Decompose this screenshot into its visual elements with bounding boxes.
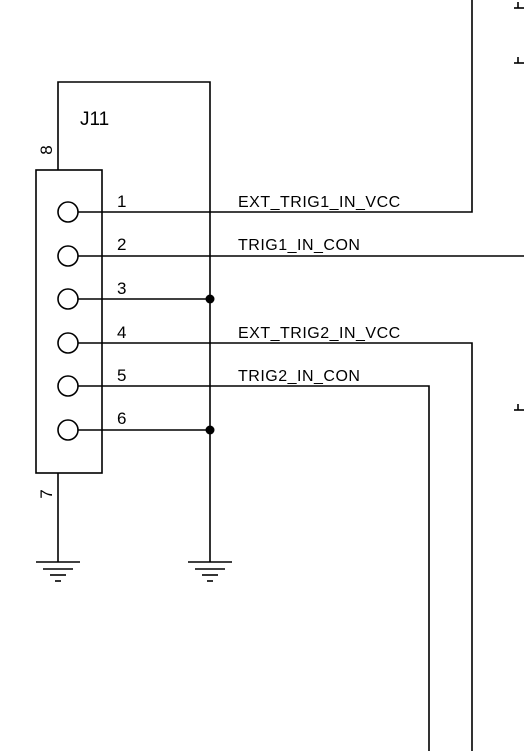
shield-pin-bottom-number: 7 [37,489,56,498]
shield-pin-top-number: 8 [37,145,56,154]
net-trig2-wire [78,385,430,751]
pin-2-contact [57,245,79,267]
net-label-ext-trig2: EXT_TRIG2_IN_VCC [238,325,401,342]
ground-symbol-left [36,561,80,582]
pin-6-junction [205,425,215,435]
net-label-ext-trig1: EXT_TRIG1_IN_VCC [238,194,401,211]
pin-1-number: 1 [117,192,126,211]
net-ext-trig1-wire [78,0,473,213]
net-ext-trig2-wire [78,342,473,751]
offpage-fragment-marks [514,2,524,411]
pin-2-number: 2 [117,235,126,254]
net-label-trig2: TRIG2_IN_CON [238,368,360,385]
ground-symbol-right [188,561,232,582]
pin-5-contact [57,375,79,397]
connector-ref-label: J11 [80,109,109,130]
pin-3-junction [205,294,215,304]
pin-6-contact [57,419,79,441]
net-label-trig1: TRIG1_IN_CON [238,237,360,254]
pin-4-contact [57,332,79,354]
shield-pin-top-wire [57,81,211,299]
pin-3-number: 3 [117,279,126,298]
pin-4-number: 4 [117,323,126,342]
pin-1-contact [57,201,79,223]
connector-body [35,169,103,474]
pin-5-number: 5 [117,366,126,385]
pin-3-contact [57,288,79,310]
pin-6-number: 6 [117,409,126,428]
